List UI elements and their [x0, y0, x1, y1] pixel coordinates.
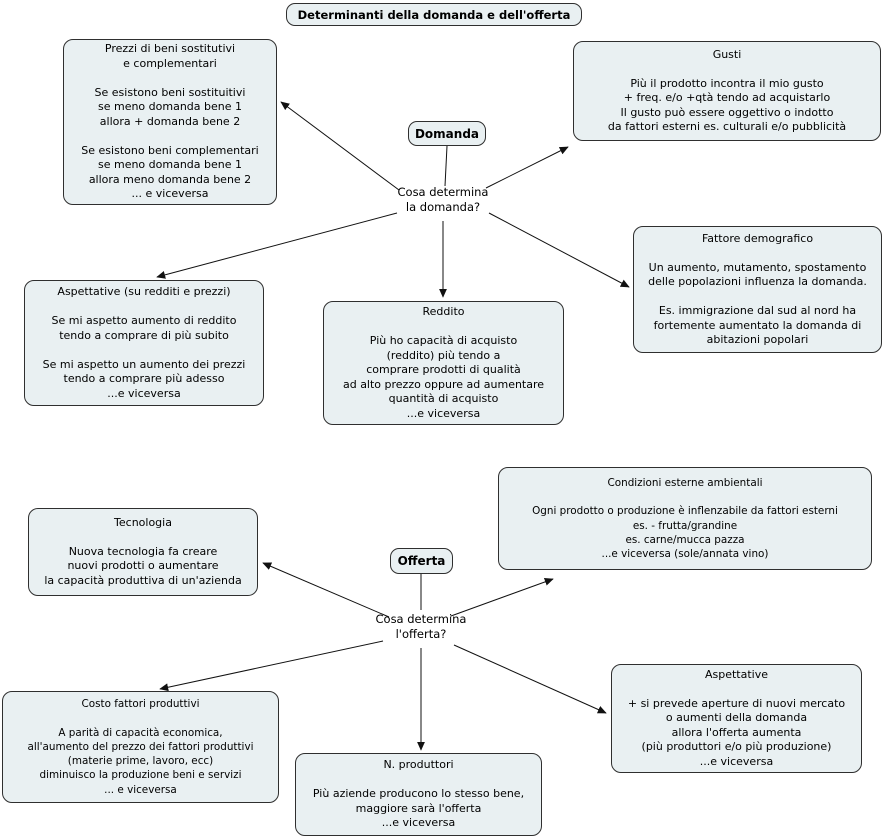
box-condizioni-esterne-text: Condizioni esterne ambientali Ogni prodo… — [532, 476, 838, 561]
box-condizioni-esterne[interactable]: Condizioni esterne ambientali Ogni prodo… — [498, 467, 872, 570]
arrow-question-to-tecnologia — [262, 562, 390, 618]
box-fattore-demografico-text: Fattore demografico Un aumento, mutament… — [648, 231, 867, 347]
arrow-question-to-condizioni — [450, 578, 554, 617]
box-gusti[interactable]: Gusti Più il prodotto incontra il mio gu… — [573, 41, 881, 141]
arrow-question-to-aspettative-offerta — [453, 644, 607, 714]
box-tecnologia-text: Tecnologia Nuova tecnologia fa creare nu… — [44, 515, 242, 587]
box-prezzi-beni-sostitutivi[interactable]: Prezzi di beni sostitutivi e complementa… — [63, 39, 277, 205]
arrow-question-to-prezzi — [280, 101, 400, 191]
box-aspettative-offerta-text: Aspettative + si prevede aperture di nuo… — [627, 667, 846, 768]
box-aspettative-domanda-text: Aspettative (su redditi e prezzi) Se mi … — [42, 285, 246, 400]
box-gusti-text: Gusti Più il prodotto incontra il mio gu… — [607, 47, 847, 134]
box-numero-produttori-text: N. produttori Più aziende producono lo s… — [312, 758, 525, 830]
question-domanda: Cosa determina la domanda? — [397, 185, 489, 214]
map-title: Determinanti della domanda e dell'offert… — [286, 3, 582, 26]
connector-domanda-to-question — [444, 145, 448, 187]
box-aspettative-domanda[interactable]: Aspettative (su redditi e prezzi) Se mi … — [24, 280, 264, 406]
box-tecnologia[interactable]: Tecnologia Nuova tecnologia fa creare nu… — [28, 508, 258, 596]
box-fattore-demografico[interactable]: Fattore demografico Un aumento, mutament… — [633, 226, 882, 353]
box-costo-fattori-produttivi[interactable]: Costo fattori produttivi A parità di cap… — [2, 691, 279, 803]
box-reddito-text: Reddito Più ho capacità di acquisto (red… — [342, 305, 545, 420]
box-reddito[interactable]: Reddito Più ho capacità di acquisto (red… — [323, 301, 564, 425]
arrow-question-to-aspettative-domanda — [156, 212, 398, 279]
question-offerta: Cosa determina l'offerta? — [375, 612, 467, 641]
box-prezzi-text: Prezzi di beni sostitutivi e complementa… — [81, 42, 259, 201]
box-aspettative-offerta[interactable]: Aspettative + si prevede aperture di nuo… — [611, 664, 862, 773]
arrow-question-to-fattore — [488, 212, 630, 288]
node-domanda[interactable]: Domanda — [408, 121, 486, 146]
arrow-question-to-gusti — [485, 146, 569, 189]
node-offerta[interactable]: Offerta — [390, 548, 453, 574]
box-numero-produttori[interactable]: N. produttori Più aziende producono lo s… — [295, 753, 542, 836]
box-costo-fattori-text: Costo fattori produttivi A parità di cap… — [27, 697, 254, 796]
arrow-question-to-costo — [159, 640, 384, 692]
